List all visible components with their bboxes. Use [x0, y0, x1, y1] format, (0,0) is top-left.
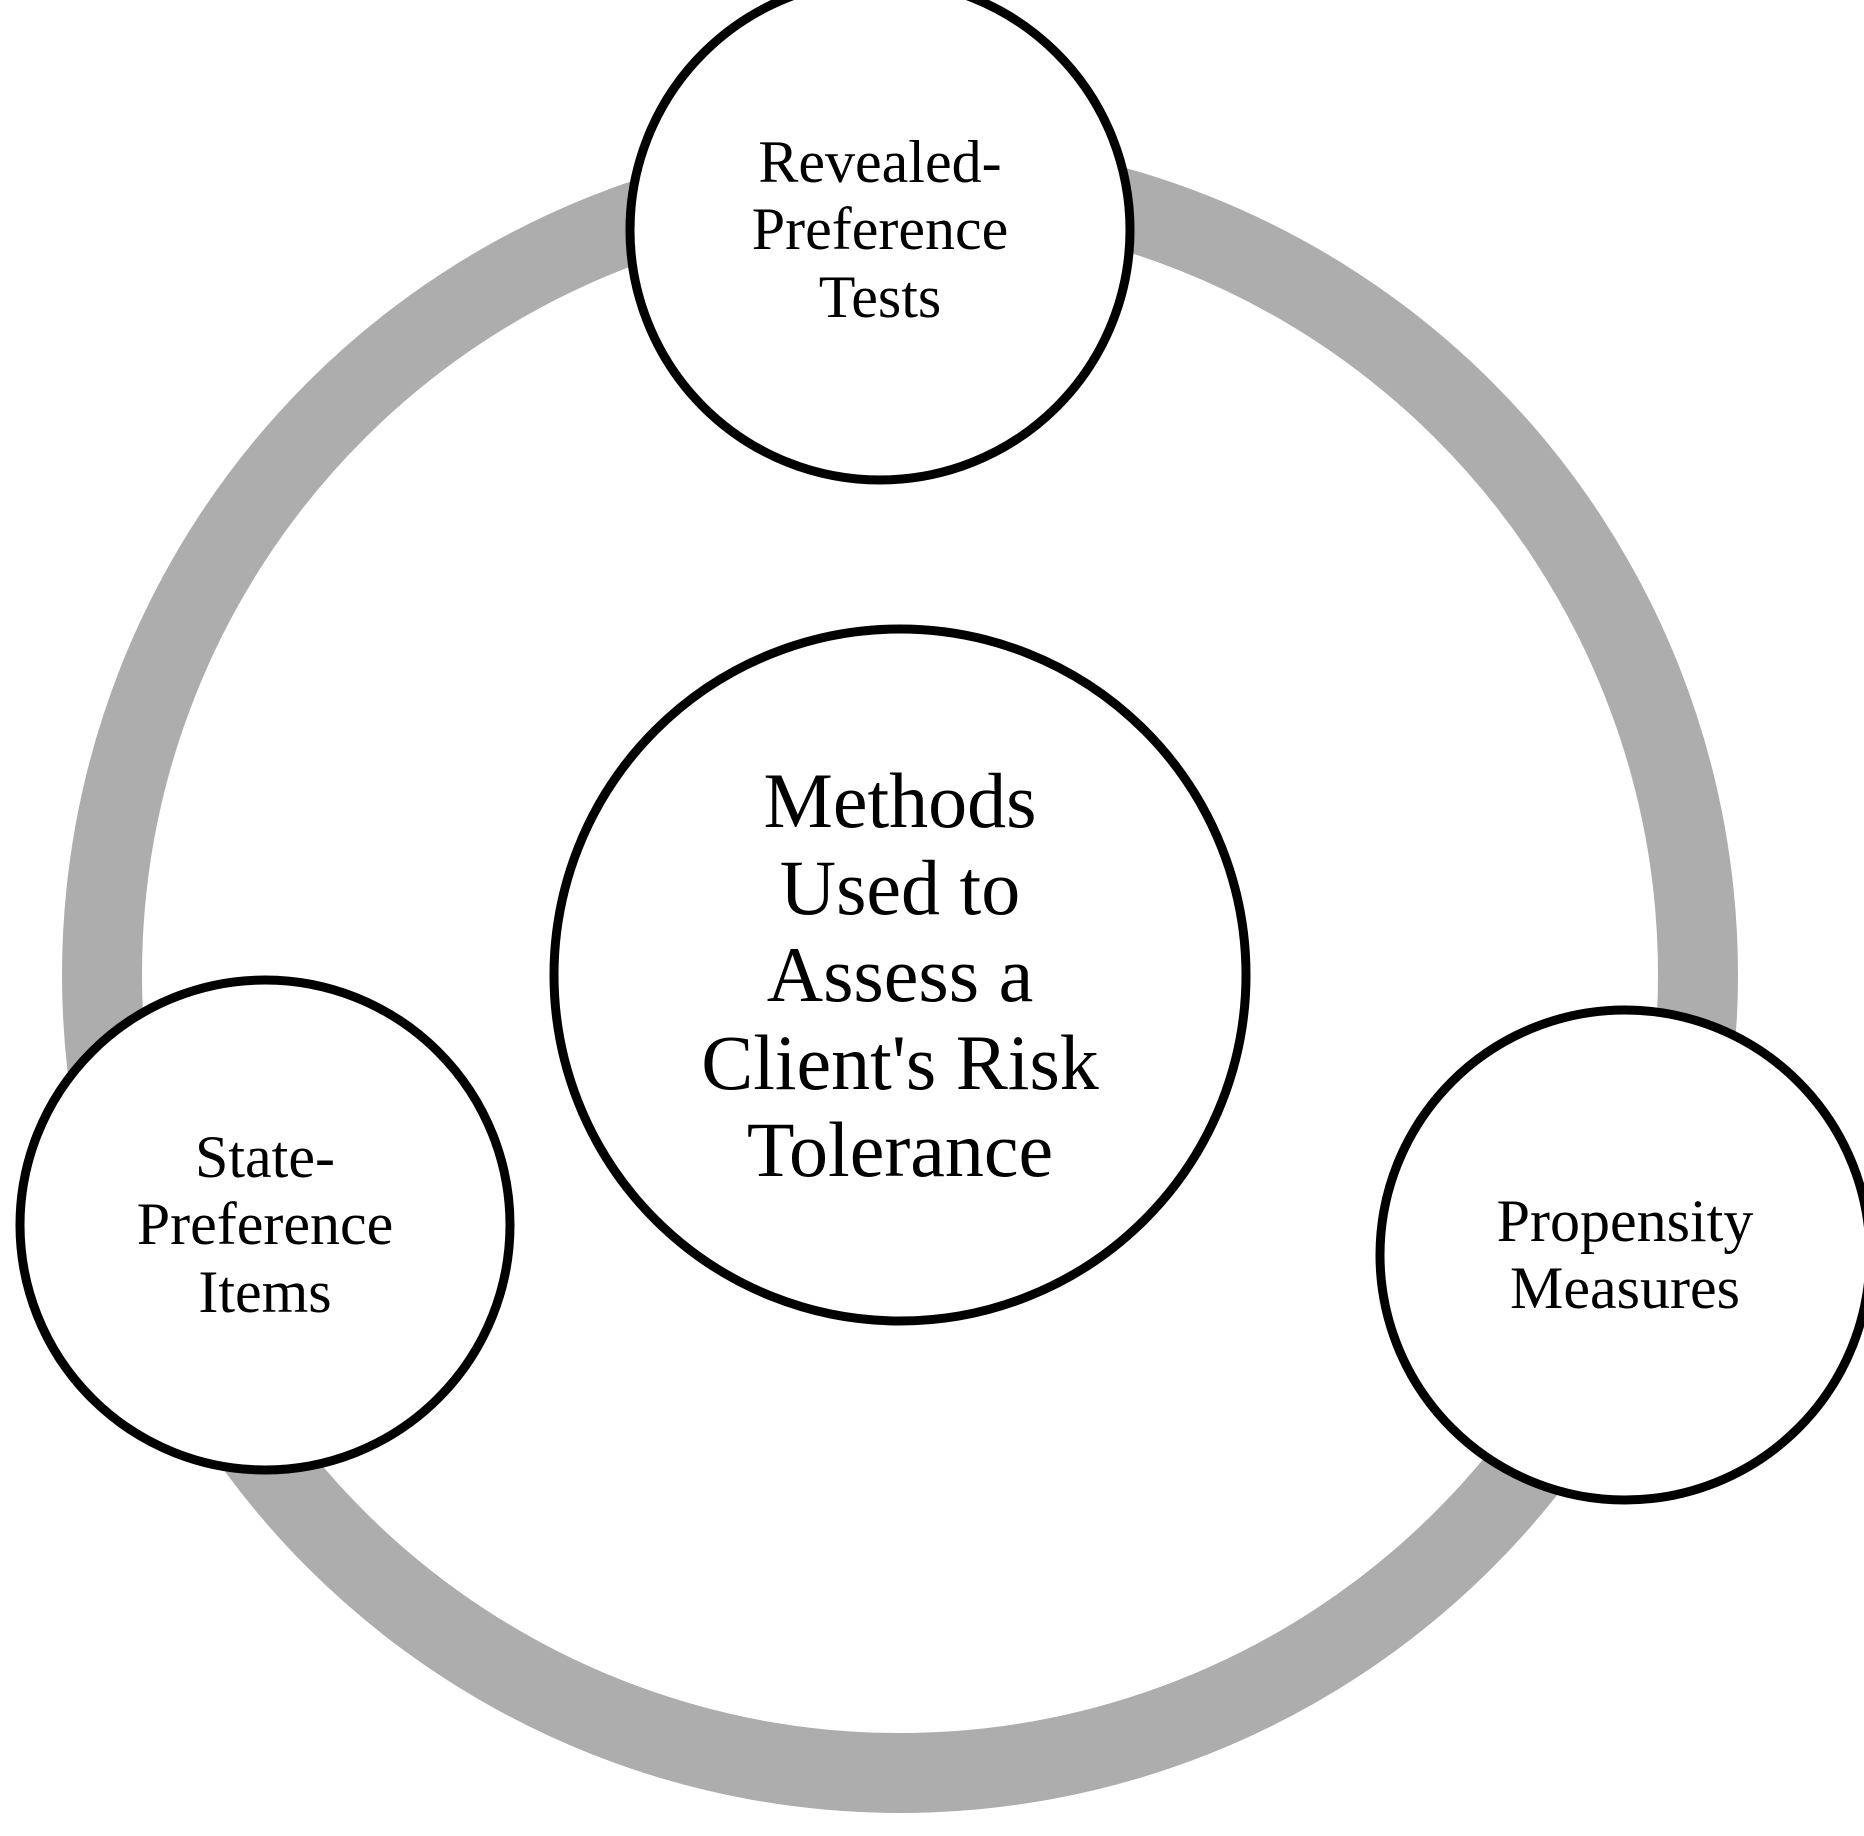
node-circle-propensity-measures[interactable]: [1375, 1005, 1864, 1505]
node-circle-revealed-preference-tests[interactable]: [625, 0, 1135, 485]
node-circle-state-preference-items[interactable]: [15, 975, 515, 1475]
center-hub-circle[interactable]: [549, 624, 1251, 1326]
